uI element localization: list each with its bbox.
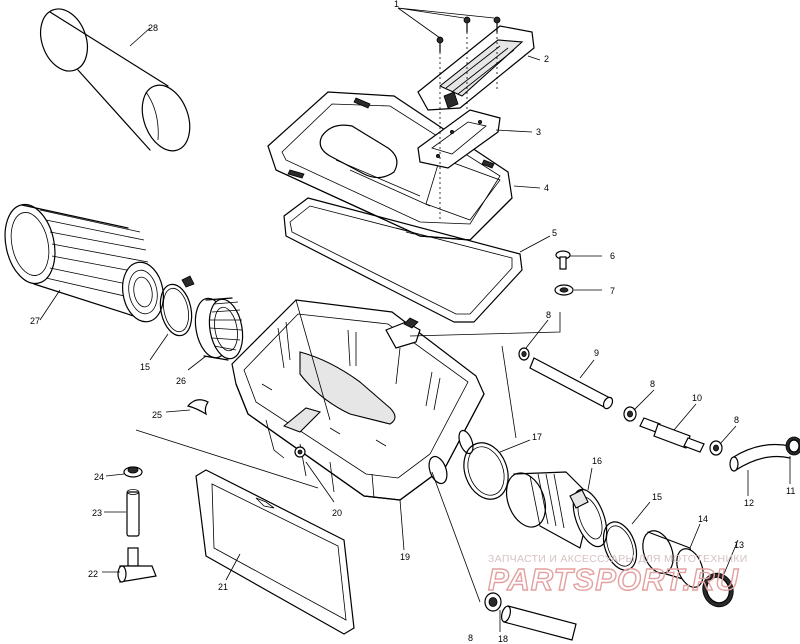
part-grommets: [484, 347, 723, 612]
part-coupler: [642, 530, 704, 588]
callout-4: 4: [544, 183, 549, 193]
callout-13: 13: [734, 540, 744, 550]
callout-15-left: 15: [140, 362, 150, 372]
part-clamp-13: [702, 572, 734, 608]
part-hose-clamp-left: [159, 275, 195, 337]
callout-22: 22: [88, 569, 98, 579]
callout-21: 21: [218, 582, 228, 592]
part-lid-gasket: [283, 197, 523, 323]
callout-18: 18: [498, 634, 508, 644]
callout-2: 2: [544, 54, 549, 64]
callout-8-a: 8: [546, 310, 551, 320]
callout-8-d: 8: [468, 633, 473, 643]
part-mounting-plate: [417, 109, 501, 169]
callout-7: 7: [610, 286, 615, 296]
callout-16: 16: [592, 456, 602, 466]
alignment-lines: [439, 32, 498, 220]
callout-25: 25: [152, 410, 162, 420]
part-screws: [436, 16, 501, 53]
callout-24: 24: [94, 472, 104, 482]
part-hose-clamp-right: [602, 521, 638, 571]
callout-28: 28: [148, 23, 158, 33]
part-bolt-and-washer: [554, 250, 574, 296]
watermark-brand: PARTSPORT.RU: [488, 562, 739, 597]
part-heat-shield: [195, 469, 355, 635]
callout-12: 12: [744, 498, 754, 508]
part-drain-hose: [501, 605, 577, 641]
callout-10: 10: [692, 393, 702, 403]
watermark: ЗАПЧАСТИ И АКСЕССУАРЫ ДЛЯ МОТОТЕХНИКИ PA…: [487, 553, 748, 598]
callout-23: 23: [92, 508, 102, 518]
part-breather-tube: [529, 357, 614, 410]
callout-8-b: 8: [650, 379, 655, 389]
callout-20: 20: [332, 508, 342, 518]
callout-17: 17: [532, 432, 542, 442]
part-clip: [186, 399, 209, 416]
leader-lines: [39, 7, 791, 632]
callout-19: 19: [400, 552, 410, 562]
part-airbox-housing: [231, 299, 485, 501]
callout-9: 9: [594, 348, 599, 358]
watermark-caption: ЗАПЧАСТИ И АКСЕССУАРЫ ДЛЯ МОТОТЕХНИКИ: [488, 553, 748, 565]
part-clamp-ring: [463, 442, 509, 500]
callout-11: 11: [786, 486, 795, 496]
part-filter-adapter: [194, 297, 244, 361]
part-intake-snorkel: [417, 25, 535, 111]
callout-15-right: 15: [652, 492, 662, 502]
callout-1: 1: [394, 0, 399, 9]
callout-3: 3: [536, 127, 541, 137]
part-pre-filter-sleeve: [40, 8, 191, 152]
part-air-filter-element: [4, 203, 164, 323]
part-drain-assembly: [117, 466, 157, 583]
callout-6: 6: [610, 251, 615, 261]
callout-27: 27: [30, 316, 40, 326]
part-airbox-lid: [267, 91, 513, 241]
part-hose-and-clamp: [729, 436, 800, 472]
callout-8-c: 8: [734, 415, 739, 425]
part-intake-boot: [505, 471, 608, 549]
callout-5: 5: [552, 228, 557, 238]
callout-numbers: 1 2 3 4 5 6 7 8 9 8 10 8 11 12 13 14 15 …: [30, 0, 795, 644]
part-check-valve: [639, 417, 705, 453]
callout-26: 26: [176, 376, 186, 386]
callout-14: 14: [698, 514, 708, 524]
